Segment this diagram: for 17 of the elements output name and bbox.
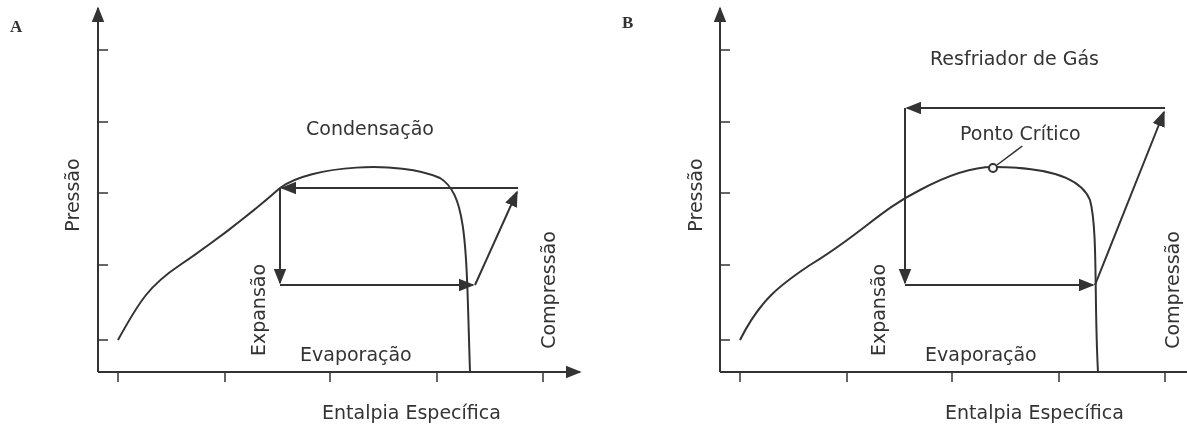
diagram-label: Evaporação <box>925 342 1037 367</box>
critical-point-marker <box>988 163 998 173</box>
diagram-label: Condensação <box>306 116 434 141</box>
axis-label: Expansão <box>245 263 270 357</box>
diagram-label: Entalpia Específica <box>945 400 1124 425</box>
diagram-label: Entalpia Específica <box>322 400 501 425</box>
diagram-label: Resfriador de Gás <box>930 46 1099 71</box>
point-label: Ponto Crítico <box>960 120 1081 146</box>
axis-label: Expansão <box>865 263 890 357</box>
axis-label: Pressão <box>59 158 84 232</box>
axis-label: Pressão <box>682 158 707 232</box>
leader-line <box>996 145 1024 166</box>
panel-letter: B <box>622 12 634 34</box>
axis-label: Compressão <box>1159 231 1184 349</box>
panel-letter: A <box>10 16 23 38</box>
axis-label: Compressão <box>535 231 560 349</box>
diagram-label: Evaporação <box>300 342 412 367</box>
